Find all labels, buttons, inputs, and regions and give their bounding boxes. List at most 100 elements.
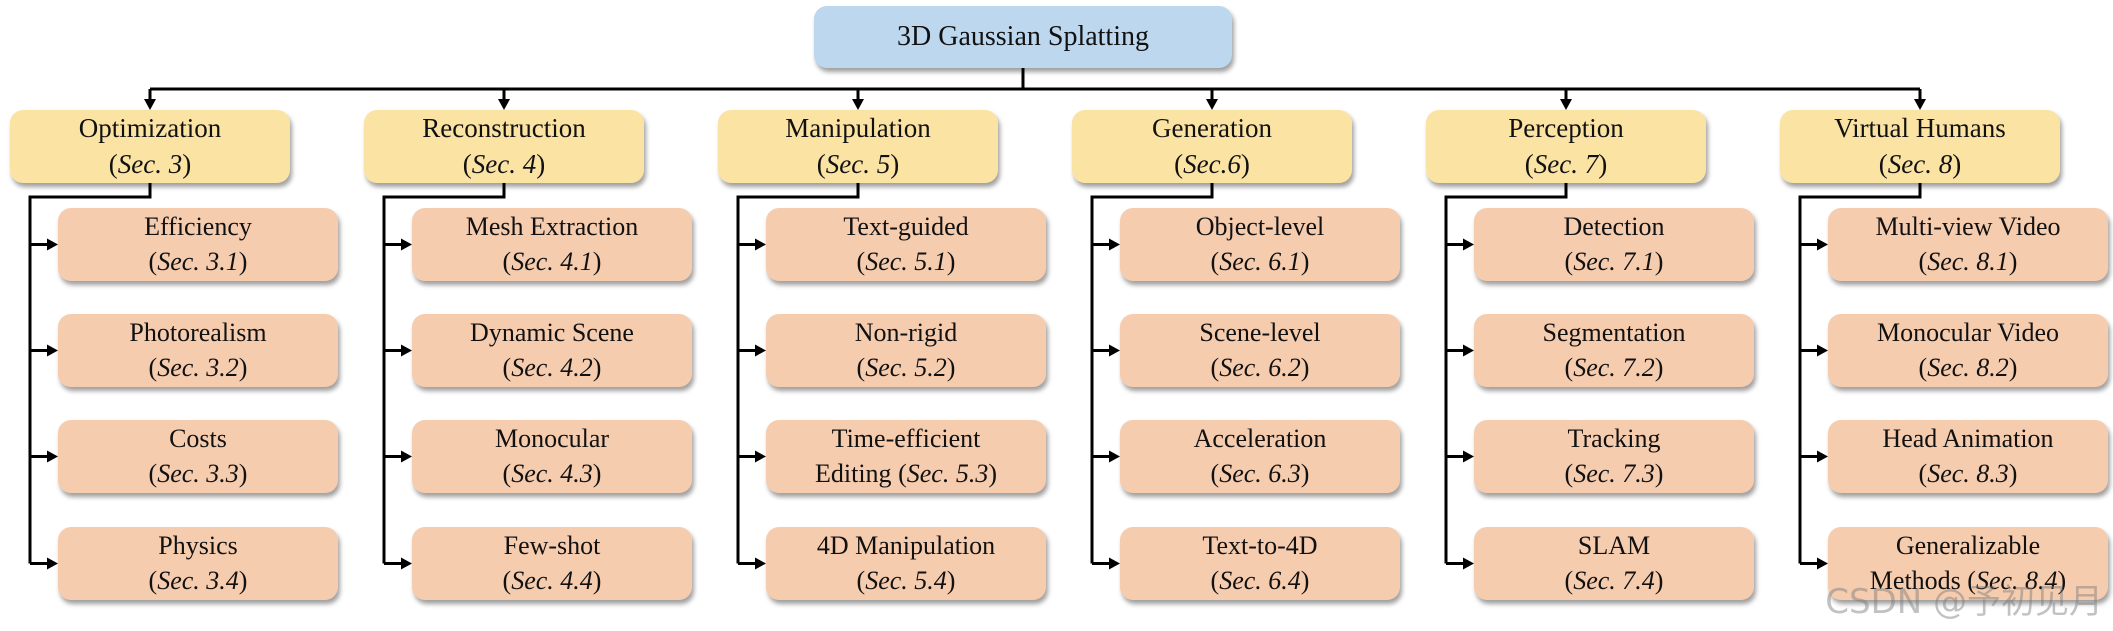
section-ref: Sec. 7.1	[1573, 246, 1655, 276]
section-ref: Sec. 3.2	[157, 352, 239, 382]
section-ref: Sec. 5.2	[865, 352, 947, 382]
subtopic-label: Efficiency	[144, 212, 252, 242]
section-ref: Sec. 8.1	[1927, 246, 2009, 276]
section-ref: Sec. 4.2	[511, 352, 593, 382]
root-node: 3D Gaussian Splatting	[814, 6, 1232, 68]
close-paren: )	[1300, 458, 1310, 488]
subtopic-label: Few-shot	[503, 531, 601, 561]
arrow-head-perception	[1560, 99, 1572, 110]
subtopic-multi-view-video: Multi-view Video(Sec. 8.1)	[1828, 208, 2108, 281]
arrow-head	[401, 557, 412, 570]
subtopic-4d-manipulation: 4D Manipulation(Sec. 5.4)	[766, 527, 1046, 600]
subtopic-photorealism: Photorealism(Sec. 3.2)	[58, 314, 338, 387]
arrow-head-generation	[1206, 99, 1218, 110]
subtopic-label: Mesh Extraction	[465, 212, 639, 242]
arrow-head-reconstruction	[498, 99, 510, 110]
section-ref: Sec. 4	[471, 148, 537, 179]
arrow-head	[1817, 557, 1828, 570]
subtopic-object-level: Object-level(Sec. 6.1)	[1120, 208, 1400, 281]
subtopic-section: (Sec. 8.3)	[1919, 457, 2018, 491]
subtopic-section: (Sec. 4.1)	[503, 245, 602, 279]
arrow-head	[755, 557, 766, 570]
subtopic-label: Multi-view Video	[1875, 212, 2061, 242]
close-paren: )	[2008, 458, 2018, 488]
section-ref: Sec. 6.2	[1219, 352, 1301, 382]
subtopic-section: (Sec. 4.3)	[503, 457, 602, 491]
category-title: Perception	[1508, 112, 1624, 143]
open-paren: (	[1918, 352, 1928, 382]
subtopic-costs: Costs(Sec. 3.3)	[58, 420, 338, 493]
open-paren: (	[1524, 148, 1534, 179]
section-ref: Sec. 8.4	[1975, 565, 2058, 595]
subtopic-few-shot: Few-shot(Sec. 4.4)	[412, 527, 692, 600]
subtopic-section: (Sec. 8.1)	[1919, 245, 2018, 279]
section-ref: Sec. 7.4	[1573, 565, 1655, 595]
open-paren: (	[1967, 565, 1976, 595]
close-paren: )	[238, 458, 248, 488]
open-paren: (	[856, 565, 866, 595]
section-ref: Sec. 4.3	[511, 458, 593, 488]
close-paren: )	[1240, 148, 1250, 179]
arrow-head	[401, 450, 412, 463]
open-paren: (	[1918, 458, 1928, 488]
category-title: Generation	[1152, 112, 1272, 143]
section-ref: Sec.6	[1183, 148, 1241, 179]
close-paren: )	[1654, 246, 1664, 276]
category-virtual-humans: Virtual Humans(Sec. 8)	[1780, 110, 2060, 183]
category-title: Virtual Humans	[1834, 112, 2006, 143]
subtopic-label: Dynamic Scene	[470, 318, 634, 348]
subtopic-dynamic-scene: Dynamic Scene(Sec. 4.2)	[412, 314, 692, 387]
open-paren: (	[856, 246, 866, 276]
subtopic-head-animation: Head Animation(Sec. 8.3)	[1828, 420, 2108, 493]
category-generation: Generation(Sec.6)	[1072, 110, 1352, 183]
category-title: Reconstruction	[422, 112, 586, 143]
open-paren: (	[816, 148, 826, 179]
subtopic-label: Monocular	[494, 424, 610, 454]
close-paren: )	[238, 565, 248, 595]
arrow-head	[1109, 450, 1120, 463]
subtopic-label: Text-guided	[843, 212, 969, 242]
subtopic-mesh-extraction: Mesh Extraction(Sec. 4.1)	[412, 208, 692, 281]
category-manipulation: Manipulation(Sec. 5)	[718, 110, 998, 183]
subtopic-section: (Sec. 3.1)	[149, 245, 248, 279]
subtopic-monocular-video: Monocular Video(Sec. 8.2)	[1828, 314, 2108, 387]
subtopic-slam: SLAM(Sec. 7.4)	[1474, 527, 1754, 600]
open-paren: (	[856, 352, 866, 382]
section-ref: Sec. 3.3	[157, 458, 239, 488]
close-paren: )	[1654, 352, 1664, 382]
subtopic-label: Head Animation	[1882, 424, 2054, 454]
section-ref: Sec. 8.3	[1927, 458, 2009, 488]
section-ref: Sec. 7.2	[1573, 352, 1655, 382]
subtopic-physics: Physics(Sec. 3.4)	[58, 527, 338, 600]
arrow-head	[755, 238, 766, 251]
close-paren: )	[2008, 246, 2018, 276]
close-paren: )	[2008, 352, 2018, 382]
close-paren: )	[592, 458, 602, 488]
subtopic-label: Segmentation	[1542, 318, 1686, 348]
category-perception: Perception (Sec. 7)	[1426, 110, 1706, 183]
section-ref: Sec. 8	[1887, 148, 1953, 179]
category-section: (Sec. 4)	[463, 147, 545, 183]
open-paren: (	[148, 246, 158, 276]
open-paren: (	[1210, 246, 1220, 276]
close-paren: )	[1654, 458, 1664, 488]
subtopic-section: (Sec. 6.3)	[1211, 457, 1310, 491]
subtopic-section: Editing (Sec. 5.3)	[815, 457, 997, 491]
close-paren: )	[592, 352, 602, 382]
close-paren: )	[1654, 565, 1664, 595]
arrow-head	[47, 344, 58, 357]
subtopic-label: SLAM	[1577, 531, 1651, 561]
category-title: Optimization	[78, 112, 222, 143]
subtopic-label: Time-efficient	[831, 424, 981, 454]
subtopic-efficiency: Efficiency(Sec. 3.1)	[58, 208, 338, 281]
close-paren: )	[1300, 352, 1310, 382]
label-text: Editing	[815, 458, 899, 488]
open-paren: (	[148, 565, 158, 595]
arrow-head	[755, 450, 766, 463]
close-paren: )	[946, 246, 956, 276]
open-paren: (	[1210, 565, 1220, 595]
category-section: (Sec. 7)	[1525, 147, 1607, 183]
subtopic-section: (Sec. 6.1)	[1211, 245, 1310, 279]
